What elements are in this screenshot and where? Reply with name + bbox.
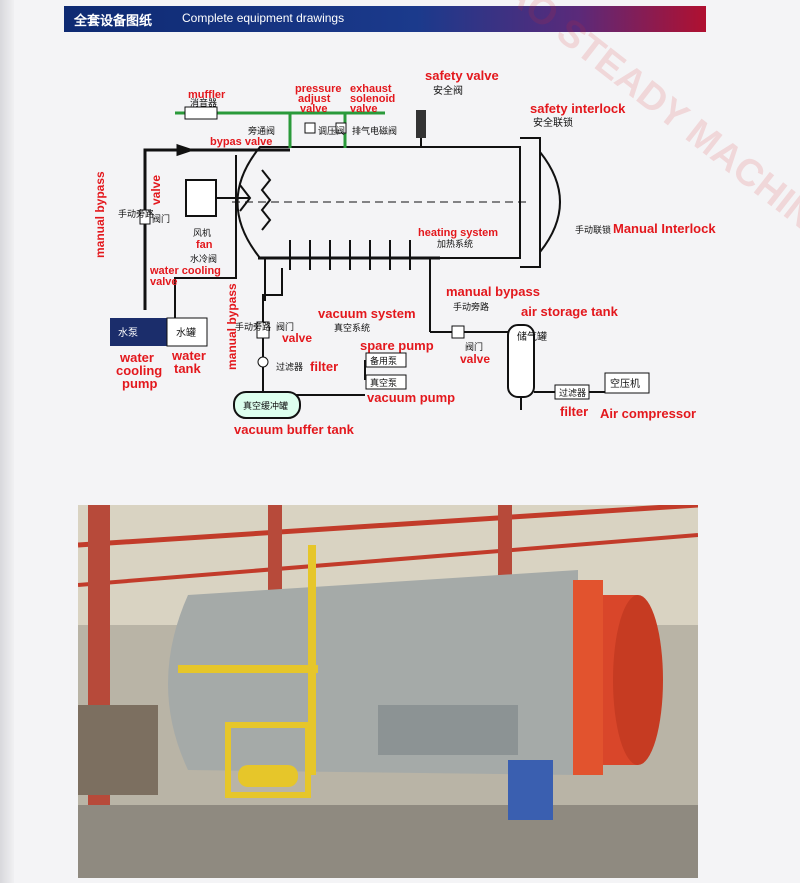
label-heating-system: heating system [418, 227, 498, 239]
label-famen-zh-mid: 阀门 [276, 321, 294, 333]
label-manual-bypass-zh-right: 手动旁路 [453, 301, 489, 313]
label-valve-mid: valve [282, 331, 312, 345]
safety-valve-icon [416, 110, 426, 147]
label-pressure-1: pressure [295, 83, 341, 95]
valve-icon [256, 321, 270, 339]
label-fengji-zh: 风机 [193, 227, 211, 239]
label-spare-zh: 备用泵 [370, 355, 397, 367]
label-manual-bypass-right: manual bypass [446, 284, 540, 299]
autoclave-vessel [232, 137, 561, 268]
label-manual-bypass-zh-mid: 手动旁路 [235, 321, 271, 333]
label-water-cooling-pump-2: cooling [116, 363, 162, 378]
label-safety-interlock: safety interlock [530, 101, 626, 116]
section-header: 全套设备图纸 Complete equipment drawings [64, 6, 706, 32]
label-muffler-zh: 消音器 [190, 97, 217, 109]
label-famen-zh-right: 阀门 [465, 341, 483, 353]
water-pump-box [110, 318, 167, 346]
label-buffer-zh: 真空缓冲罐 [243, 400, 288, 412]
label-valve-right: valve [460, 352, 490, 366]
photo-illustration [78, 505, 698, 878]
muffler-icon [184, 106, 218, 120]
label-manual-bypass-mid: manual bypass [225, 283, 239, 370]
label-water-tank-2: tank [174, 361, 202, 376]
label-water-cooling-2: valve [150, 276, 178, 288]
label-vacuum-buffer-tank: vacuum buffer tank [234, 422, 355, 437]
label-vacuum-zh: 真空系统 [334, 322, 370, 334]
label-water-cooling-1: water cooling [149, 265, 221, 277]
header-title-en: Complete equipment drawings [182, 11, 345, 25]
label-bypass-zh: 旁通阀 [248, 125, 275, 137]
filter-icon [257, 356, 269, 368]
filter-box [554, 384, 590, 400]
label-water-cooling-pump-1: water [119, 350, 154, 365]
label-exhaust-3: valve [350, 103, 378, 115]
pressure-valve-icon [304, 122, 316, 134]
label-manual-interlock-zh: 手动联锁 [575, 224, 611, 236]
label-shuilengfa-zh: 水冷阀 [190, 253, 217, 265]
equipment-diagram: muffler 消音器 pressure adjust valve exhaus… [93, 68, 716, 437]
label-air-storage-zh: 储气罐 [517, 330, 547, 343]
label-bypas-valve: bypas valve [210, 136, 272, 148]
label-heating-zh: 加热系统 [437, 238, 473, 250]
label-manual-bypass-left: manual bypass [93, 171, 107, 258]
label-spare-pump: spare pump [360, 338, 434, 353]
label-vacuum-pump: vacuum pump [367, 390, 455, 405]
valve-icon [139, 209, 151, 225]
heating-system [258, 240, 518, 333]
label-famen-zh-left: 阀门 [152, 213, 170, 225]
air-storage-tank-icon [507, 324, 535, 410]
water-tank-box [166, 317, 208, 347]
label-safety-interlock-zh: 安全联锁 [533, 116, 573, 129]
label-exhaust-1: exhaust [350, 83, 392, 95]
label-pump-zh: 水泵 [118, 327, 138, 339]
exhaust-valve-icon [335, 122, 347, 134]
label-air-compressor: Air compressor [600, 406, 696, 421]
label-safety-valve-zh: 安全阀 [433, 84, 463, 97]
label-filter-right: filter [560, 404, 588, 419]
heater-coil-icon [260, 169, 272, 231]
label-air-storage-tank: air storage tank [521, 304, 619, 319]
label-valve-left: valve [149, 175, 163, 205]
label-muffler: muffler [188, 89, 226, 101]
label-filter-zh-right: 过滤器 [559, 387, 586, 399]
air-compressor-box [604, 372, 650, 394]
book-spine-shadow [0, 0, 14, 883]
label-safety-valve: safety valve [425, 68, 499, 83]
label-tank-zh: 水罐 [176, 326, 196, 339]
valve-icon [451, 325, 465, 339]
label-water-cooling-pump-3: pump [122, 376, 157, 391]
header-title-zh: 全套设备图纸 [74, 14, 153, 29]
spare-pump-box [365, 352, 407, 368]
label-pressure-2: adjust [298, 93, 331, 105]
buffer-tank-icon [233, 391, 301, 419]
label-manual-bypass-zh-left: 手动旁路 [118, 208, 154, 220]
label-vacuum-pump-zh: 真空泵 [370, 377, 397, 389]
label-vacuum-system: vacuum system [318, 306, 416, 321]
vacuum-pipes [262, 268, 366, 396]
label-exhaust-2: solenoid [350, 93, 395, 105]
label-pressure-3: valve [300, 103, 328, 115]
fan-icon [185, 179, 252, 217]
label-filter-zh-mid: 过滤器 [276, 361, 303, 373]
label-tiaoya-zh: 调压阀 [318, 126, 345, 137]
label-water-tank-1: water [171, 348, 206, 363]
vacuum-pump-box [365, 374, 407, 390]
label-fan: fan [196, 239, 213, 251]
equipment-photo [78, 505, 698, 878]
label-paiqi-zh: 排气电磁阀 [352, 125, 397, 137]
label-filter-mid: filter [310, 359, 338, 374]
label-compressor-zh: 空压机 [610, 377, 640, 390]
label-manual-interlock: Manual Interlock [613, 221, 716, 236]
